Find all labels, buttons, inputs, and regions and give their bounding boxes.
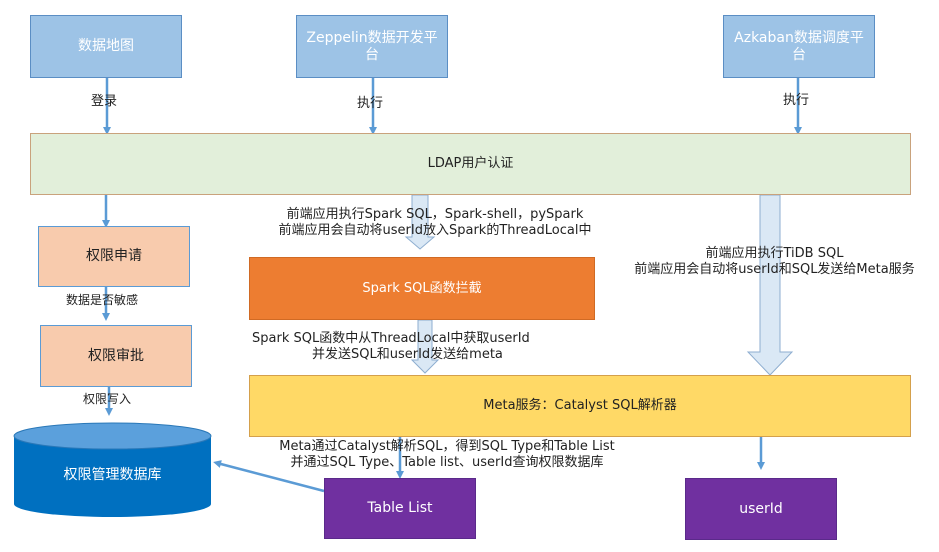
arrow-tablelist-to-db xyxy=(213,460,325,493)
block-arrow-ldap-to-spark xyxy=(404,194,436,250)
tidb-note-line2: 前端应用会自动将userId和SQL发送给Meta服务 xyxy=(634,262,915,278)
edge-label-login: 登录 xyxy=(91,94,118,109)
node-permission-approve-label: 权限审批 xyxy=(88,347,144,364)
node-spark-sql-intercept-label: Spark SQL函数拦截 xyxy=(362,280,482,296)
spark-to-meta-note-line2: 并发送SQL和userId发送给meta xyxy=(312,347,503,363)
node-user-id[interactable]: userId xyxy=(685,478,837,540)
node-permission-apply[interactable]: 权限申请 xyxy=(38,226,190,287)
ldap-auth-label: LDAP用户认证 xyxy=(427,156,514,172)
node-table-list-label: Table List xyxy=(367,500,433,517)
ldap-auth-bar[interactable]: LDAP用户认证 xyxy=(30,133,911,195)
tidb-note: 前端应用执行TiDB SQL 前端应用会自动将userId和SQL发送给Meta… xyxy=(612,246,937,279)
node-meta-service-label: Meta服务：Catalyst SQL解析器 xyxy=(483,398,677,414)
block-arrow-ldap-to-meta xyxy=(746,194,794,376)
node-azkaban[interactable]: Azkaban数据调度平台 xyxy=(723,15,875,78)
node-permission-approve[interactable]: 权限审批 xyxy=(40,325,192,387)
spark-to-meta-note-line1: Spark SQL函数中从ThreadLocal中获取userId xyxy=(252,331,530,346)
block-arrow-spark-to-meta xyxy=(410,319,440,374)
tidb-note-line1: 前端应用执行TiDB SQL xyxy=(705,246,844,261)
node-table-list[interactable]: Table List xyxy=(324,478,476,539)
node-azkaban-label: Azkaban数据调度平台 xyxy=(734,29,864,63)
node-meta-service[interactable]: Meta服务：Catalyst SQL解析器 xyxy=(249,375,911,437)
spark-note-line1: 前端应用执行Spark SQL，Spark-shell，pySpark xyxy=(286,207,584,222)
edge-label-execute-zeppelin: 执行 xyxy=(357,96,384,111)
database-cylinder xyxy=(13,422,212,518)
node-user-id-label: userId xyxy=(739,500,783,517)
node-spark-sql-intercept[interactable]: Spark SQL函数拦截 xyxy=(249,257,595,320)
node-data-map-label: 数据地图 xyxy=(78,38,134,55)
meta-note-line1: Meta通过Catalyst解析SQL，得到SQL Type和Table Lis… xyxy=(279,439,615,454)
node-permission-apply-label: 权限申请 xyxy=(86,248,142,265)
node-zeppelin[interactable]: Zeppelin数据开发平台 xyxy=(296,15,448,78)
node-zeppelin-label: Zeppelin数据开发平台 xyxy=(306,29,438,63)
edge-label-data-sensitive: 数据是否敏感 xyxy=(66,293,139,307)
edge-label-execute-azkaban: 执行 xyxy=(783,93,810,108)
spark-to-meta-note: Spark SQL函数中从ThreadLocal中获取userId 并发送SQL… xyxy=(252,331,562,364)
permission-database[interactable]: 权限管理数据库 xyxy=(14,446,211,502)
node-data-map[interactable]: 数据地图 xyxy=(30,15,182,78)
meta-note-line2: 并通过SQL Type、Table list、userId查询权限数据库 xyxy=(290,455,604,471)
permission-database-label: 权限管理数据库 xyxy=(63,467,162,483)
edge-label-permission-write: 权限写入 xyxy=(83,392,132,406)
spark-note: 前端应用执行Spark SQL，Spark-shell，pySpark 前端应用… xyxy=(252,207,618,240)
meta-note: Meta通过Catalyst解析SQL，得到SQL Type和Table Lis… xyxy=(256,439,638,472)
spark-note-line2: 前端应用会自动将userId放入Spark的ThreadLocal中 xyxy=(278,223,592,239)
